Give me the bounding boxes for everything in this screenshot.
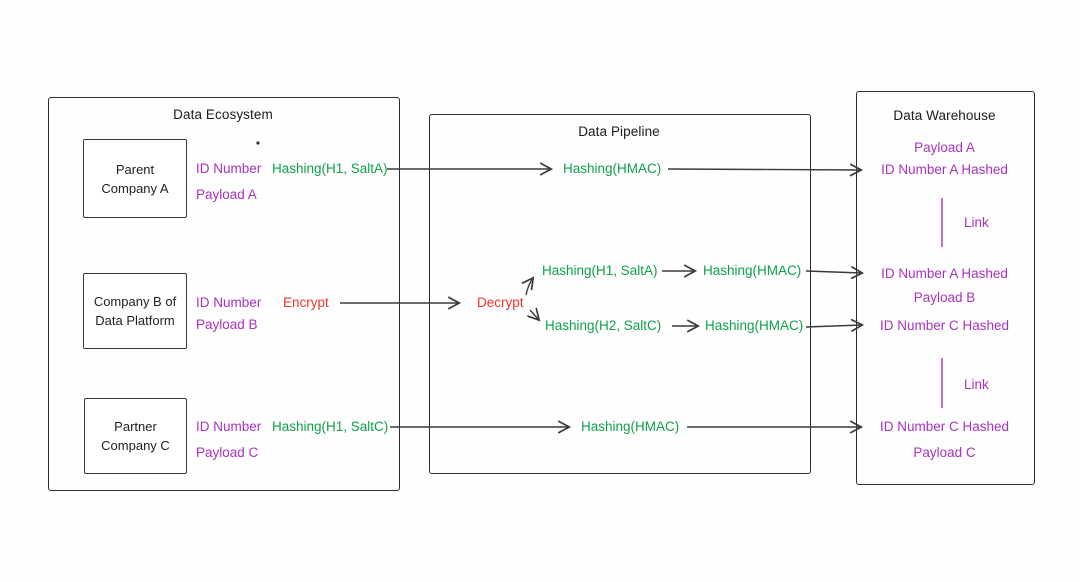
data-ecosystem-title: Data Ecosystem — [173, 107, 273, 122]
warehouse-payload-b-label: Payload B — [913, 290, 976, 305]
data-warehouse-box — [856, 91, 1035, 485]
row-b-payload-label: Payload B — [196, 317, 258, 332]
warehouse-id-a-hashed-label: ID Number A Hashed — [881, 162, 1008, 177]
row-a-payload-label: Payload A — [196, 187, 257, 202]
row-c-id-number-label: ID Number — [196, 419, 262, 434]
company-c-name-line1: Partner — [114, 419, 157, 434]
pipeline-decrypt-label: Decrypt — [477, 295, 524, 310]
company-b-name-line1: Company B of — [93, 294, 177, 309]
company-b-box: Company B of Data Platform — [83, 273, 187, 349]
company-a-name-line1: Parent — [115, 161, 155, 177]
arrow-branch-c-hmac-to-warehouse — [805, 318, 865, 332]
pipeline-row-c-hmac-label: Hashing(HMAC) — [581, 419, 680, 434]
warehouse-payload-a-label: Payload A — [914, 140, 975, 155]
row-b-encrypt-label: Encrypt — [283, 295, 329, 310]
data-warehouse-title: Data Warehouse — [893, 108, 996, 123]
company-a-name-line2: Company A — [101, 180, 169, 196]
pipeline-branch-a-hash-label: Hashing(H1, SaltA) — [542, 263, 658, 278]
warehouse-id-a-hashed-2-label: ID Number A Hashed — [881, 266, 1008, 281]
data-pipeline-box — [429, 114, 811, 474]
arrow-branch-a-hmac-to-warehouse — [805, 266, 865, 280]
row-b-id-number-label: ID Number — [196, 295, 262, 310]
row-a-id-number-label: ID Number — [196, 161, 262, 176]
row-c-payload-label: Payload C — [196, 445, 259, 460]
warehouse-id-c-hashed-2-label: ID Number C Hashed — [879, 419, 1010, 434]
warehouse-payload-c-label: Payload C — [913, 445, 976, 460]
warehouse-link-ab-label: Link — [964, 215, 989, 230]
row-a-hashing-label: Hashing(H1, SaltA) — [272, 161, 388, 176]
pipeline-branch-c-hmac-label: Hashing(HMAC) — [705, 318, 804, 333]
warehouse-link-bc-label: Link — [964, 377, 989, 392]
company-a-box: Parent Company A — [83, 139, 187, 218]
company-c-box: Partner Company C — [84, 398, 187, 474]
company-b-name-line2: Data Platform — [95, 313, 175, 328]
company-c-name-line2: Company C — [101, 438, 170, 453]
row-c-hashing-label: Hashing(H1, SaltC) — [272, 419, 389, 434]
warehouse-id-c-hashed-label: ID Number C Hashed — [879, 318, 1010, 333]
data-pipeline-title: Data Pipeline — [578, 124, 660, 139]
pipeline-row-a-hmac-label: Hashing(HMAC) — [563, 161, 662, 176]
pipeline-branch-a-hmac-label: Hashing(HMAC) — [703, 263, 802, 278]
pipeline-branch-c-hash-label: Hashing(H2, SaltC) — [545, 318, 662, 333]
data-ecosystem-box — [48, 97, 400, 491]
